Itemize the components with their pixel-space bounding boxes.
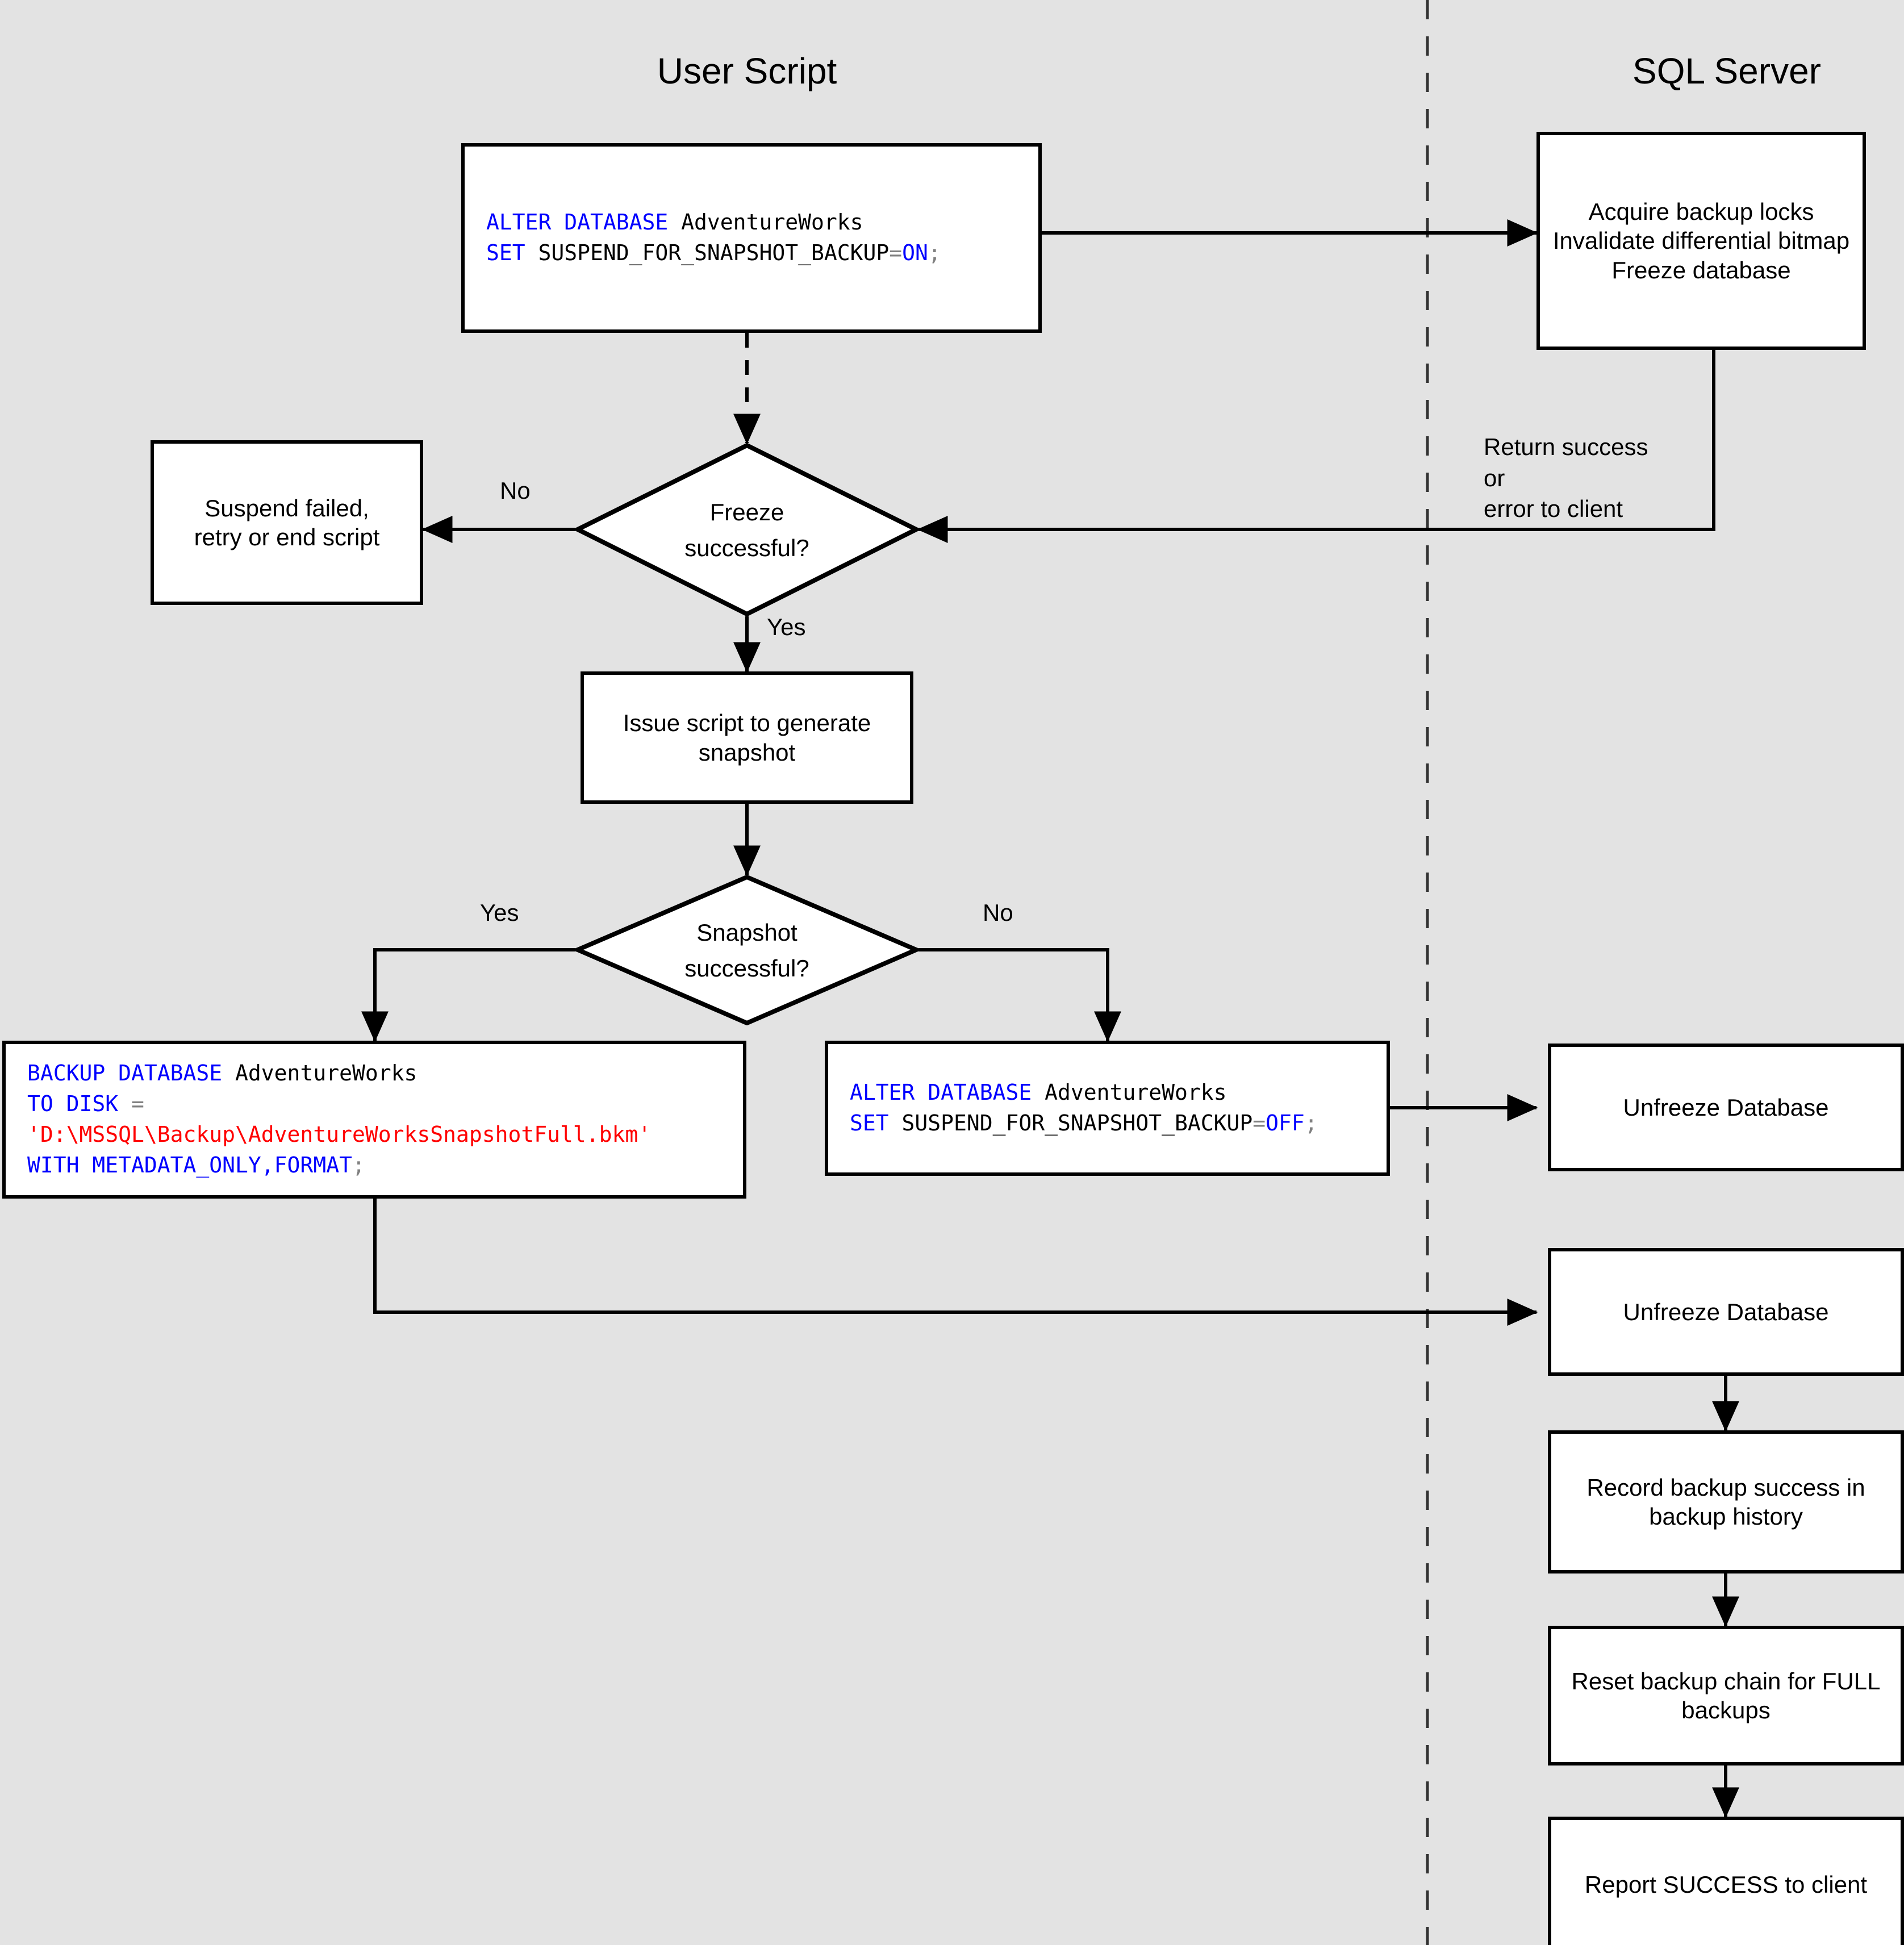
edge-acquire-to-freeze <box>917 350 1715 543</box>
sql-operator-eq-2: = <box>118 1091 157 1117</box>
sql-keyword-alter-database-2: ALTER DATABASE <box>850 1080 1032 1105</box>
sql-option-name-1: SUSPEND_FOR_SNAPSHOT_BACKUP <box>525 240 890 265</box>
sql-operator-eq-3: = <box>1252 1111 1266 1136</box>
edge-label-freeze-yes: Yes <box>767 613 806 640</box>
sql-object-name-3: AdventureWorks <box>1032 1080 1227 1105</box>
node-report-success[interactable]: Report SUCCESS to client <box>1548 1817 1904 1945</box>
edge-snapshot-no <box>918 948 1121 1042</box>
sql-backup-code: BACKUP DATABASE AdventureWorks TO DISK =… <box>6 1058 651 1181</box>
node-record-backup-success-label: Record backup success in backup history <box>1586 1474 1865 1530</box>
diamond-shape-snapshot <box>575 875 918 1025</box>
node-acquire-backup-locks[interactable]: Acquire backup locks Invalidate differen… <box>1536 132 1866 350</box>
decision-freeze-successful[interactable]: Freeze successful? <box>575 443 918 616</box>
sql-keyword-to-disk: TO DISK <box>27 1091 119 1117</box>
sql-semicolon-2: ; <box>352 1152 365 1178</box>
edge-label-snapshot-yes: Yes <box>480 899 519 926</box>
sql-keyword-set-2: SET <box>850 1111 889 1136</box>
sql-alter-off-code: ALTER DATABASE AdventureWorks SET SUSPEN… <box>828 1078 1318 1139</box>
lane-title-sql-server: SQL Server <box>1632 51 1821 91</box>
sql-keyword-set-1: SET <box>486 240 525 265</box>
edge-label-return-to-client: Return success or error to client <box>1484 433 1648 523</box>
node-unfreeze-database-1[interactable]: Unfreeze Database <box>1548 1044 1904 1171</box>
sql-keyword-alter-database: ALTER DATABASE <box>486 210 669 235</box>
node-unfreeze-database-2[interactable]: Unfreeze Database <box>1548 1248 1904 1376</box>
diamond-shape-freeze <box>575 443 918 616</box>
sql-keyword-backup-database: BACKUP DATABASE <box>27 1061 223 1086</box>
edge-label-snapshot-no: No <box>983 899 1013 926</box>
node-backup-database[interactable]: BACKUP DATABASE AdventureWorks TO DISK =… <box>2 1041 746 1199</box>
decision-snapshot-successful[interactable]: Snapshot successful? <box>575 875 918 1025</box>
node-issue-script-label: Issue script to generate snapshot <box>623 709 871 766</box>
sql-object-name-1: AdventureWorks <box>668 210 863 235</box>
edge-backup-to-unfreeze2 <box>373 1199 1538 1326</box>
sql-object-name-2: AdventureWorks <box>222 1061 417 1086</box>
node-alter-database-on[interactable]: ALTER DATABASE AdventureWorks SET SUSPEN… <box>461 143 1042 333</box>
sql-operator-eq-1: = <box>889 240 903 265</box>
sql-option-name-2: SUSPEND_FOR_SNAPSHOT_BACKUP <box>888 1111 1253 1136</box>
sql-keyword-with-options: WITH METADATA_ONLY,FORMAT <box>27 1152 352 1178</box>
node-report-success-label: Report SUCCESS to client <box>1584 1871 1868 1898</box>
decision-snapshot-successful-label: Snapshot successful? <box>684 919 809 982</box>
node-suspend-failed-label: Suspend failed, retry or end script <box>194 494 380 550</box>
sql-value-on: ON <box>902 240 928 265</box>
sql-value-off: OFF <box>1266 1111 1305 1136</box>
sql-semicolon-1: ; <box>928 240 941 265</box>
node-acquire-backup-locks-label: Acquire backup locks Invalidate differen… <box>1552 198 1850 283</box>
sql-string-backup-path: 'D:\MSSQL\Backup\AdventureWorksSnapshotF… <box>27 1122 652 1147</box>
node-unfreeze-database-2-label: Unfreeze Database <box>1623 1298 1829 1325</box>
sql-semicolon-3: ; <box>1304 1111 1318 1136</box>
node-alter-database-off[interactable]: ALTER DATABASE AdventureWorks SET SUSPEN… <box>825 1041 1390 1176</box>
node-unfreeze-database-1-label: Unfreeze Database <box>1623 1093 1829 1121</box>
node-record-backup-success[interactable]: Record backup success in backup history <box>1548 1430 1904 1573</box>
node-suspend-failed[interactable]: Suspend failed, retry or end script <box>151 440 423 605</box>
edge-label-freeze-no: No <box>500 477 531 504</box>
decision-freeze-successful-label: Freeze successful? <box>684 498 809 561</box>
edge-snapshot-yes <box>361 948 575 1042</box>
node-reset-backup-chain[interactable]: Reset backup chain for FULL backups <box>1548 1626 1904 1765</box>
sql-alter-on-code: ALTER DATABASE AdventureWorks SET SUSPEN… <box>465 207 941 269</box>
lane-title-user-script: User Script <box>657 51 837 91</box>
node-issue-script[interactable]: Issue script to generate snapshot <box>581 671 913 804</box>
node-reset-backup-chain-label: Reset backup chain for FULL backups <box>1571 1667 1881 1723</box>
